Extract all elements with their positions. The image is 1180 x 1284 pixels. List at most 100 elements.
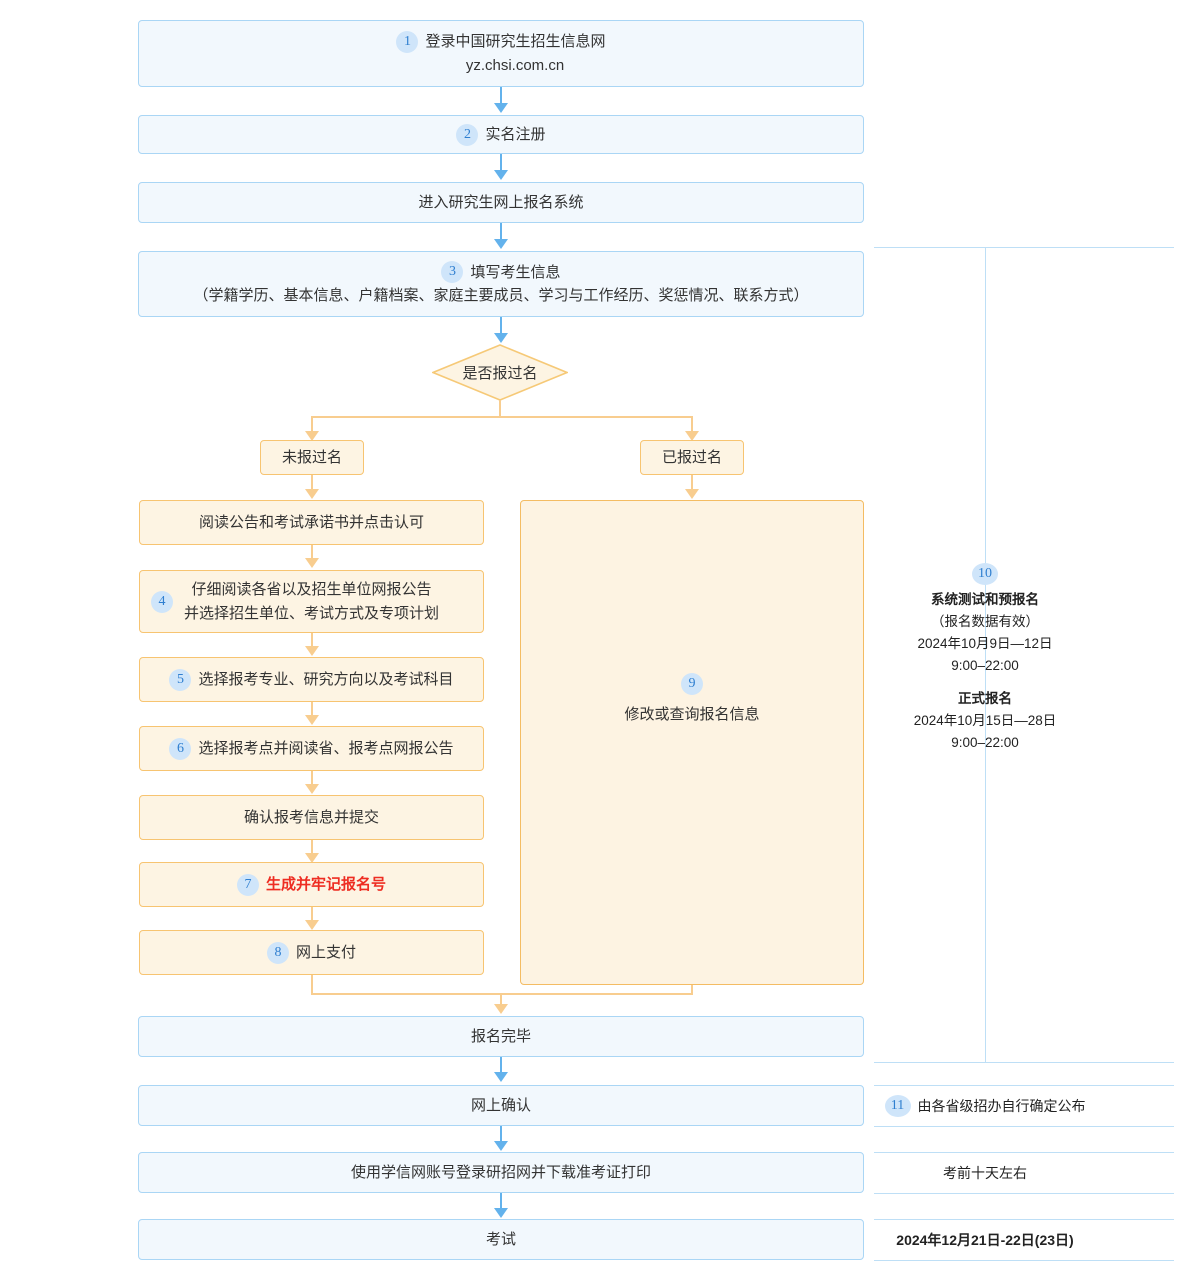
node-online-confirmation-text: 网上确认 [470, 1096, 531, 1114]
step-select-exam-site-text: 选择报考点并阅读省、报考点网报公告 [198, 739, 454, 757]
timeline-rule-top [874, 247, 1174, 248]
timeline-rule-confirm-bottom [874, 1126, 1174, 1127]
timeline-row-exam-dates-text: 2024年12月21日-22日(23日) [896, 1231, 1074, 1248]
arrow-to-left-branch [305, 431, 319, 441]
node-download-admission-ticket-text: 使用学信网账号登录研招网并下载准考证打印 [350, 1163, 651, 1181]
step-select-exam-site[interactable]: 6 选择报考点并阅读省、报考点网报公告 [139, 726, 484, 771]
arrow-realname-to-system [494, 170, 508, 180]
step-online-payment-line: 8 网上支付 [266, 941, 356, 964]
timeline-rule-exam-top [874, 1219, 1174, 1220]
step-number-badge-4: 4 [151, 590, 173, 613]
connector-finish-to-confirm [500, 1057, 502, 1073]
node-fill-info-primary-line: 3 填写考生信息 [441, 261, 561, 284]
connector-step4-step5 [311, 633, 313, 647]
step-confirm-and-submit-text: 确认报考信息并提交 [243, 808, 379, 826]
step-select-major[interactable]: 5 选择报考专业、研究方向以及考试科目 [139, 657, 484, 702]
step-online-payment[interactable]: 8 网上支付 [139, 930, 484, 975]
arrow-leftlabel-down [305, 489, 319, 499]
node-enter-system-title: 进入研究生网上报名系统 [418, 193, 584, 211]
arrow-step6-confirm [305, 784, 319, 794]
arrow-merge-to-finish [494, 1004, 508, 1014]
step-read-province-line2: 并选择招生单位、考试方式及专项计划 [183, 604, 439, 622]
timeline-rule-ticket-bottom [874, 1193, 1174, 1194]
node-registration-complete-text: 报名完毕 [470, 1027, 531, 1045]
node-exam[interactable]: 考试 [138, 1219, 864, 1260]
node-fill-info-title: 填写考生信息 [470, 263, 561, 281]
step-modify-or-query-text: 修改或查询报名信息 [624, 706, 760, 723]
connector-right-merge-down [691, 985, 693, 994]
connector-merge-horizontal [311, 993, 693, 995]
node-online-confirmation[interactable]: 网上确认 [138, 1085, 864, 1126]
step-number-badge-6: 6 [169, 737, 192, 760]
arrow-to-right-branch [685, 431, 699, 441]
connector-confirm-to-ticket [500, 1126, 502, 1142]
arrow-confirm-to-ticket [494, 1141, 508, 1151]
connector-branch-left-down [311, 416, 313, 432]
node-realname-registration[interactable]: 2 实名注册 [138, 115, 864, 154]
step-number-badge-9: 9 [681, 673, 703, 695]
arrow-step1-step4 [305, 558, 319, 568]
node-login[interactable]: 1 登录中国研究生招生信息网 yz.chsi.com.cn [138, 20, 864, 87]
timeline-row-admission-ticket-text: 考前十天左右 [943, 1164, 1027, 1181]
step-select-major-text: 选择报考专业、研究方向以及考试科目 [198, 670, 454, 688]
timeline-row-admission-ticket: 考前十天左右 [874, 1152, 1096, 1193]
timeline-pre-registration-time: 9:00–22:00 [951, 657, 1019, 673]
branch-right-label-text: 已报过名 [661, 448, 722, 466]
node-enter-system[interactable]: 进入研究生网上报名系统 [138, 182, 864, 223]
node-fill-info-detail: （学籍学历、基本信息、户籍档案、家庭主要成员、学习与工作经历、奖惩情况、联系方式… [193, 287, 809, 304]
branch-label-already-registered[interactable]: 已报过名 [640, 440, 744, 475]
node-exam-text: 考试 [485, 1230, 516, 1248]
timeline-row-online-confirmation-text: 由各省级招办自行确定公布 [917, 1097, 1086, 1114]
node-login-url: yz.chsi.com.cn [465, 56, 565, 74]
timeline-row-exam-dates: 2024年12月21日-22日(23日) [874, 1219, 1096, 1260]
connector-branch-right-down [691, 416, 693, 432]
step-read-announcement[interactable]: 阅读公告和考试承诺书并点击认可 [139, 500, 484, 545]
arrow-finish-to-confirm [494, 1072, 508, 1082]
node-fill-candidate-info[interactable]: 3 填写考生信息 （学籍学历、基本信息、户籍档案、家庭主要成员、学习与工作经历、… [138, 251, 864, 317]
step-modify-or-query-registration[interactable]: 9 修改或查询报名信息 [520, 500, 864, 985]
step-generate-regnumber-text: 生成并牢记报名号 [265, 875, 386, 893]
timeline-formal-registration-time: 9:00–22:00 [951, 735, 1019, 751]
connector-login-to-realname [500, 87, 502, 104]
connector-ticket-to-exam [500, 1193, 502, 1209]
arrow-login-to-realname [494, 103, 508, 113]
node-registration-complete[interactable]: 报名完毕 [138, 1016, 864, 1057]
connector-regnumber-payment [311, 907, 313, 921]
step-number-badge-2: 2 [456, 123, 479, 146]
connector-branch-horizontal [311, 416, 693, 418]
timeline-vertical-divider [985, 247, 986, 1062]
step-confirm-and-submit[interactable]: 确认报考信息并提交 [139, 795, 484, 840]
step-online-payment-text: 网上支付 [295, 943, 356, 961]
arrow-regnumber-payment [305, 920, 319, 930]
step-read-province-announcement[interactable]: 4 仔细阅读各省以及招生单位网报公告 并选择招生单位、考试方式及专项计划 [139, 570, 484, 633]
node-realname-primary-line: 2 实名注册 [456, 123, 546, 146]
connector-left-merge-down [311, 975, 313, 994]
step-generate-registration-number[interactable]: 7 生成并牢记报名号 [139, 862, 484, 907]
step-number-badge-10: 10 [972, 563, 998, 585]
branch-label-not-registered[interactable]: 未报过名 [260, 440, 364, 475]
node-download-admission-ticket[interactable]: 使用学信网账号登录研招网并下载准考证打印 [138, 1152, 864, 1193]
arrow-ticket-to-exam [494, 1208, 508, 1218]
node-login-title: 登录中国研究生招生信息网 [425, 33, 606, 51]
node-login-primary-line: 1 登录中国研究生招生信息网 [396, 30, 606, 53]
timeline-pre-registration-date: 2024年10月9日—12日 [917, 635, 1053, 651]
connector-step5-step6 [311, 702, 313, 716]
step-read-province-line1: 仔细阅读各省以及招生单位网报公告 [191, 581, 432, 599]
step-number-badge-8: 8 [266, 941, 289, 964]
connector-step1-step4 [311, 545, 313, 559]
timeline-rule-ticket-top [874, 1152, 1174, 1153]
connector-merge-stem [500, 993, 502, 1005]
branch-left-label-text: 未报过名 [281, 448, 342, 466]
connector-leftlabel-down [311, 475, 313, 490]
arrow-fillinfo-to-decision [494, 333, 508, 343]
step-number-badge-7: 7 [236, 873, 259, 896]
connector-confirm-regnumber [311, 840, 313, 854]
decision-has-registered[interactable]: 是否报过名 [432, 344, 568, 401]
connector-rightlabel-down [691, 475, 693, 490]
arrow-system-to-fillinfo [494, 239, 508, 249]
timeline-formal-registration-date: 2024年10月15日—28日 [913, 713, 1057, 729]
step-number-badge-11: 11 [884, 1094, 911, 1117]
timeline-pre-registration-subtitle: （报名数据有效） [931, 613, 1039, 629]
step-generate-regnumber-line: 7 生成并牢记报名号 [236, 873, 386, 896]
